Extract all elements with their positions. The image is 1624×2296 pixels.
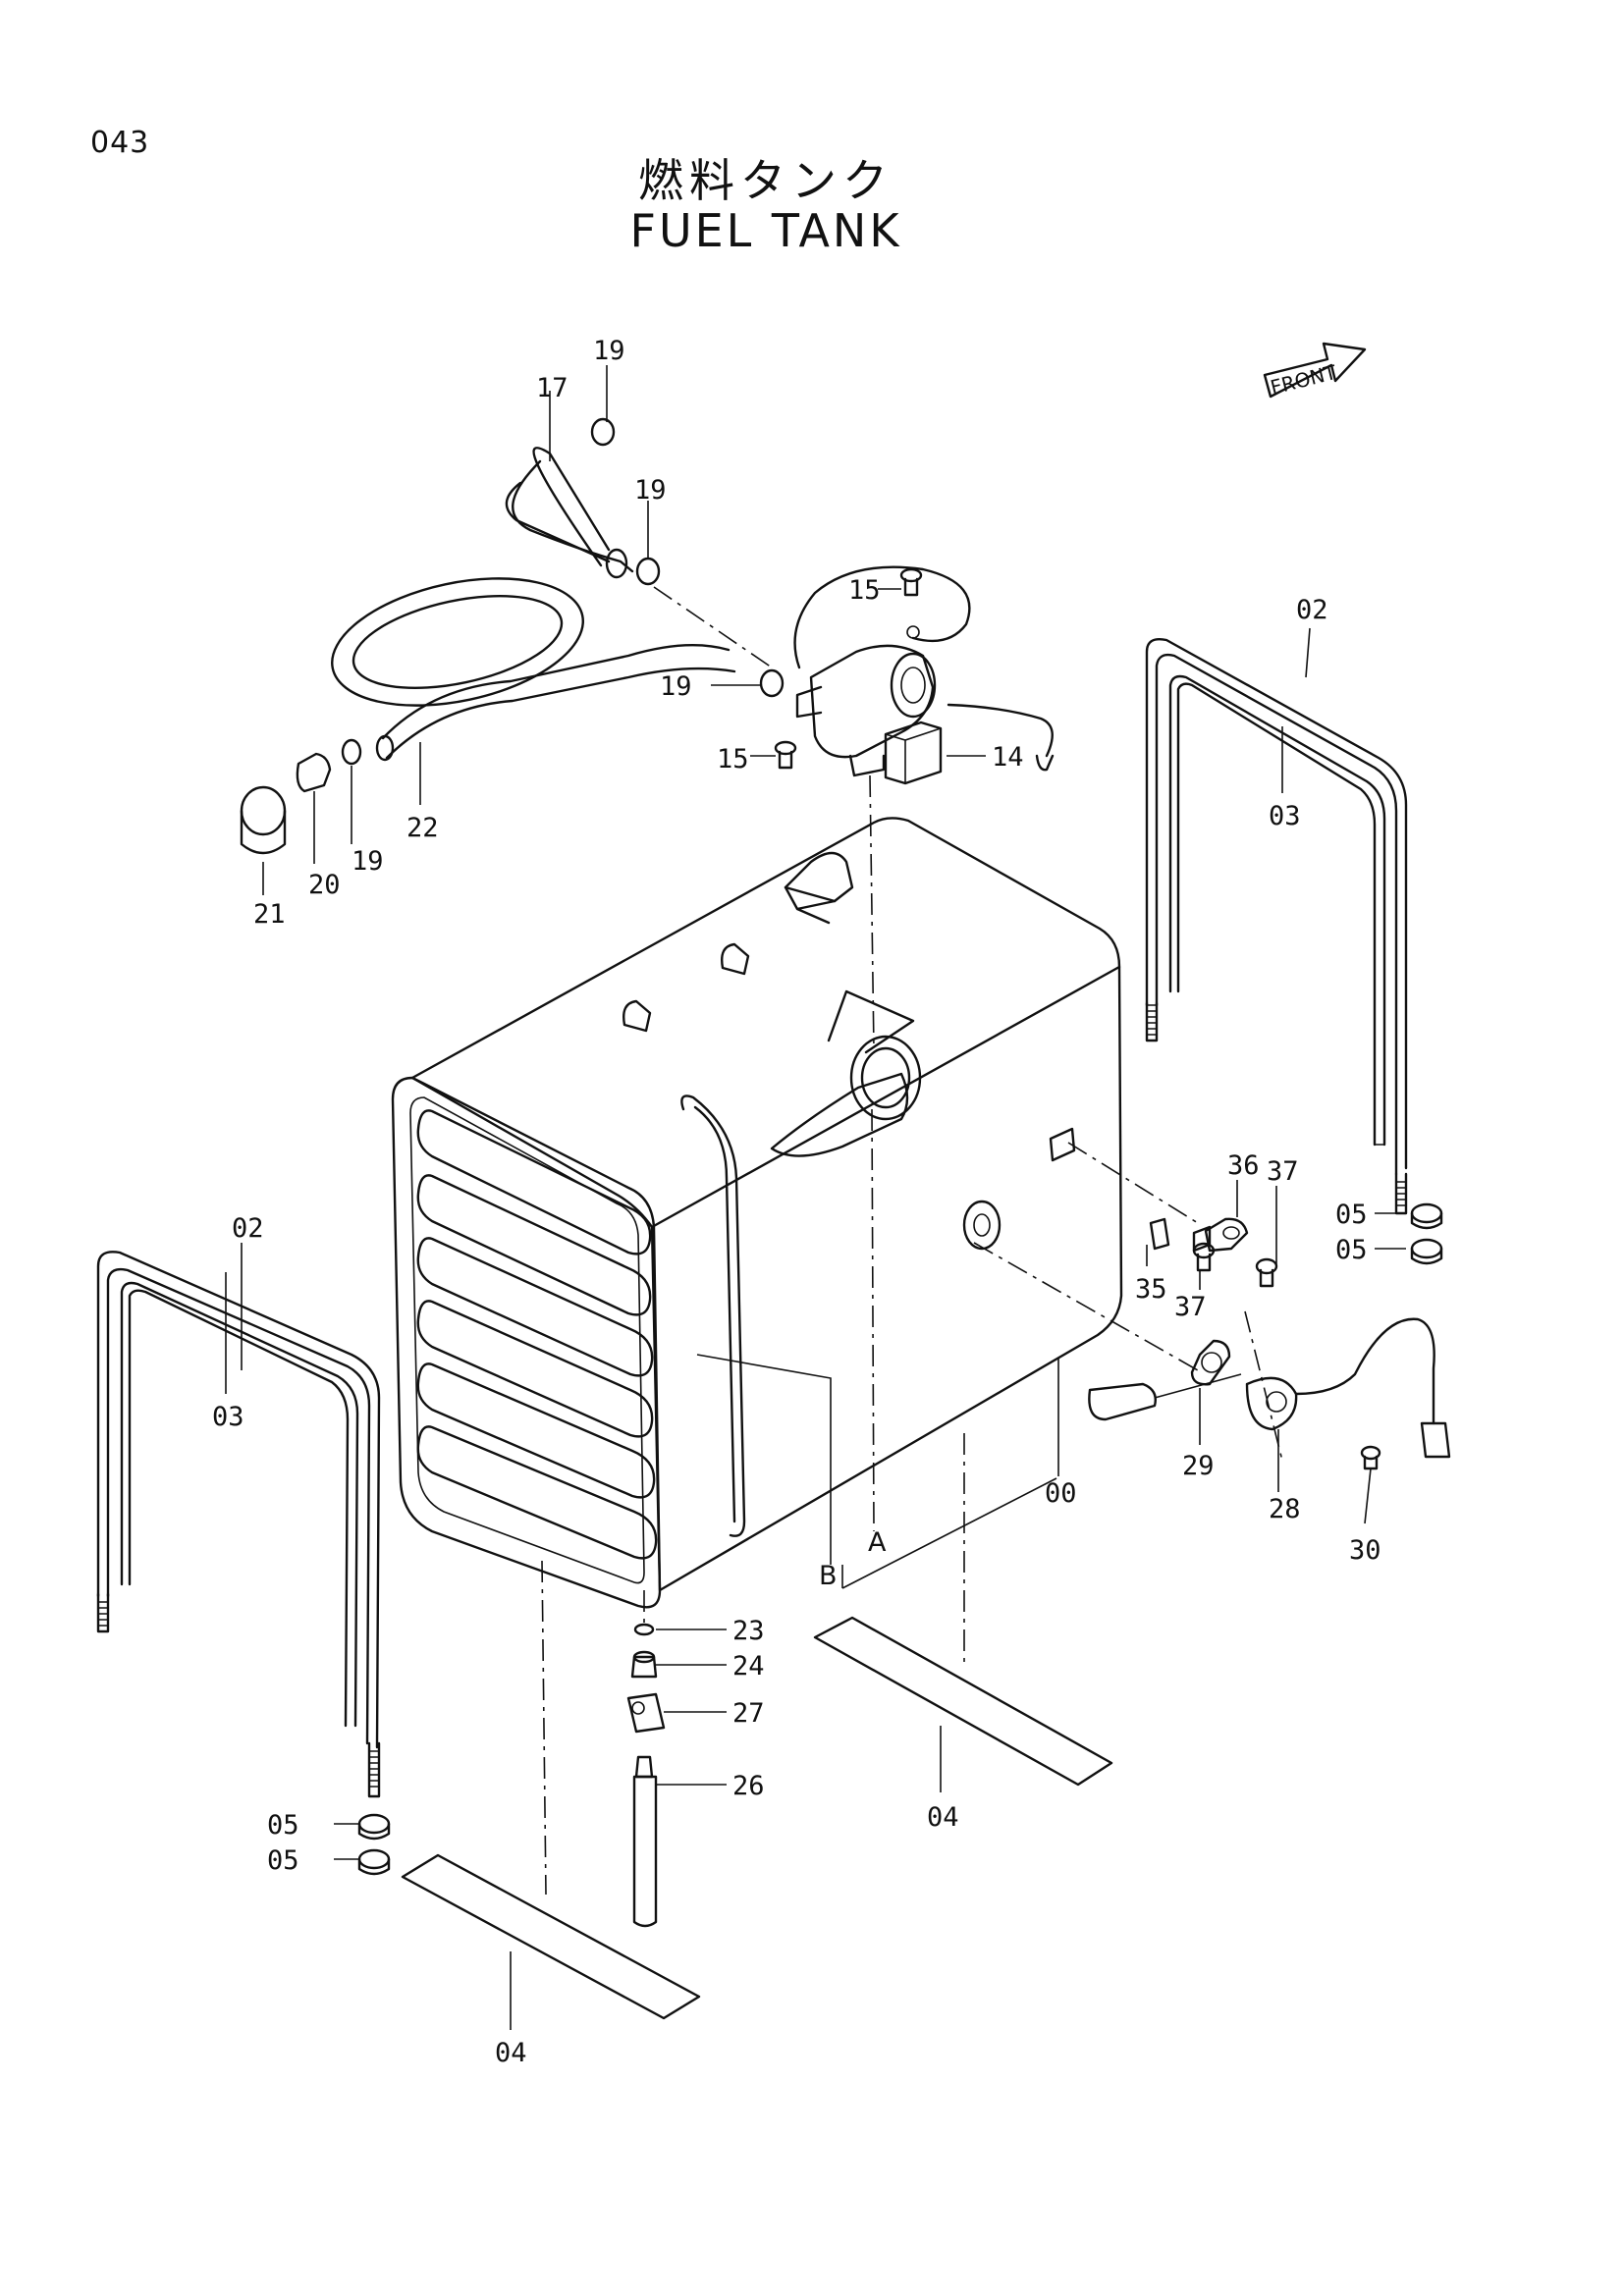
leader-lines: [225, 365, 1406, 2030]
callout-00: 00: [1045, 1478, 1077, 1509]
hose-clamp-icon: [341, 417, 785, 766]
callout-15: 15: [717, 744, 749, 774]
cap-21: [240, 785, 287, 855]
callout-37: 37: [1267, 1156, 1299, 1187]
callout-05: 05: [1335, 1200, 1368, 1230]
callout-28: 28: [1269, 1494, 1301, 1524]
callout-14: 14: [992, 742, 1024, 773]
hose-17: [505, 447, 634, 579]
hose-22-coil: [331, 577, 736, 762]
callout-19: 19: [593, 336, 625, 366]
callout-36: 36: [1227, 1150, 1260, 1181]
front-arrow-icon: FRONT: [1263, 342, 1367, 400]
callout-04: 04: [495, 2038, 527, 2068]
strap-set-right: [1145, 638, 1408, 1215]
callout-17: 17: [536, 373, 568, 403]
title-japanese: 燃料タンク: [638, 154, 893, 207]
fuel-level-sender: [1088, 1317, 1451, 1470]
callout-02: 02: [232, 1213, 264, 1244]
callout-20: 20: [308, 870, 341, 900]
callout-27: 27: [732, 1698, 765, 1729]
callout-04: 04: [927, 1802, 959, 1833]
callout-B: B: [819, 1561, 838, 1591]
callout-05: 05: [1335, 1235, 1368, 1265]
callout-30: 30: [1349, 1535, 1381, 1566]
callout-02: 02: [1296, 595, 1328, 625]
drain-assembly: [626, 1623, 666, 1928]
tank-louvers: [416, 1109, 658, 1560]
title-english: FUEL TANK: [629, 204, 902, 257]
callout-19: 19: [352, 846, 384, 877]
callout-15: 15: [848, 575, 881, 606]
callout-A: A: [868, 1527, 887, 1558]
callout-labels: 19 17 19 15 19 15 14 22 19 20 21 02 03 0…: [212, 336, 1381, 2068]
callout-35: 35: [1135, 1274, 1167, 1305]
callout-29: 29: [1182, 1451, 1215, 1481]
callout-23: 23: [732, 1616, 765, 1646]
callout-37: 37: [1174, 1292, 1207, 1322]
callout-21: 21: [253, 899, 286, 930]
filler-neck: [770, 989, 922, 1157]
nut-icon: [357, 1202, 1443, 1876]
rubber-pad-left: [401, 1853, 701, 2020]
rubber-pad-right: [813, 1616, 1113, 1787]
page-number: 043: [90, 126, 150, 160]
callout-19: 19: [660, 671, 692, 702]
callout-03: 03: [212, 1402, 244, 1432]
callout-05: 05: [267, 1810, 299, 1841]
fuel-pump-assembly: [793, 565, 1055, 777]
callout-05: 05: [267, 1845, 299, 1876]
callout-22: 22: [406, 813, 439, 843]
callout-03: 03: [1269, 801, 1301, 831]
callout-19: 19: [634, 475, 667, 506]
fuel-tank-body: [391, 817, 1123, 1609]
strap-set-left: [96, 1251, 381, 1798]
relay-box-14: [884, 721, 943, 785]
clamp-35-36-37: [1149, 1217, 1278, 1288]
fitting-20: [296, 752, 332, 793]
bolt-icon: [774, 567, 923, 770]
callout-26: 26: [732, 1771, 765, 1801]
callout-24: 24: [732, 1651, 765, 1682]
